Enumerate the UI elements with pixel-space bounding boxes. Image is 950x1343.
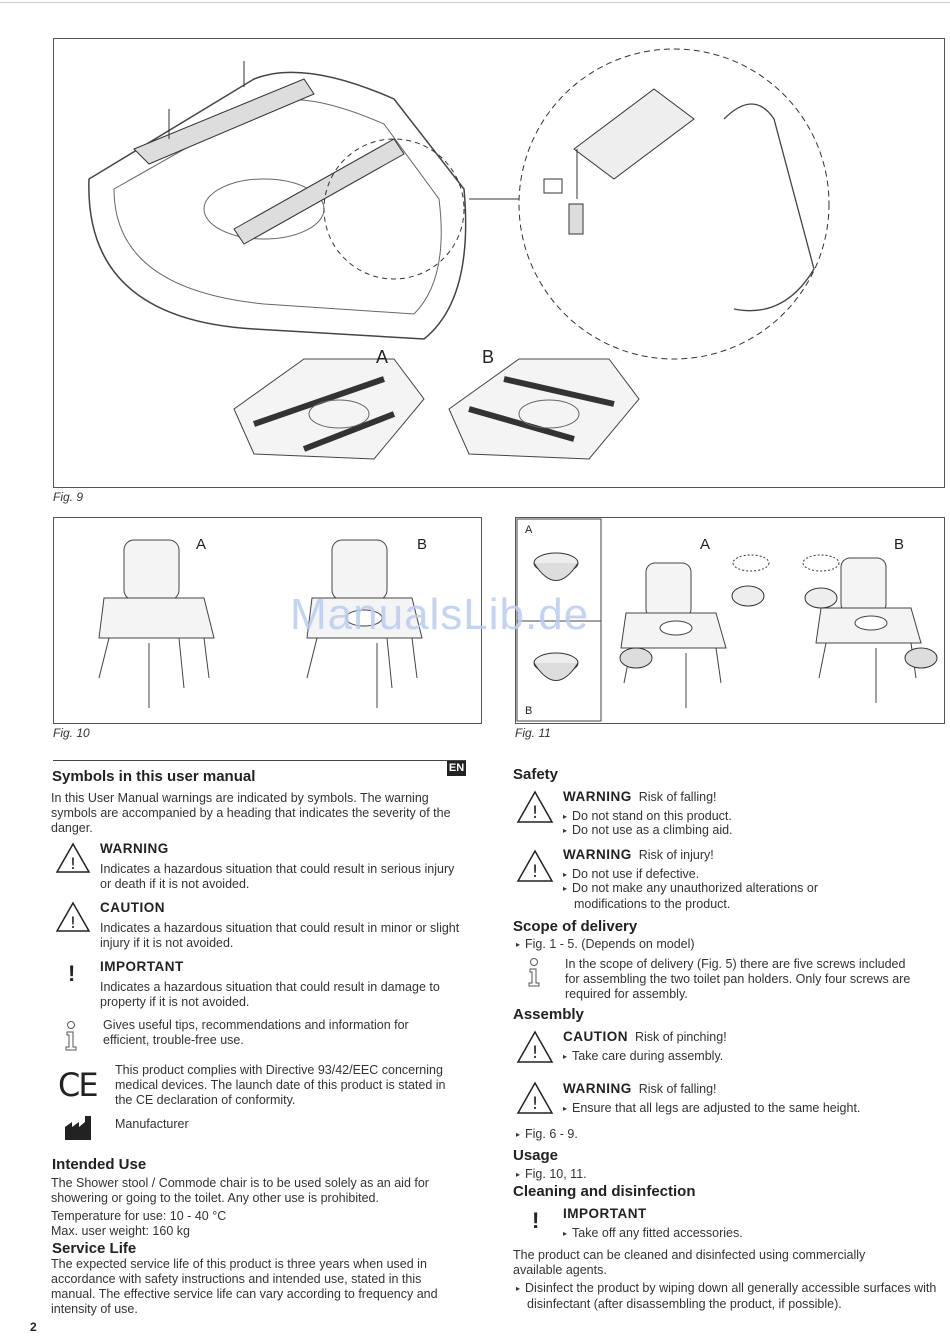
assembly-caution-bullet: Take care during assembly. (563, 1049, 723, 1065)
safety-warning-2-sub: Risk of injury! (638, 848, 714, 862)
ce-mark-icon: CE (58, 1066, 99, 1104)
fig11-inset-b: B (525, 705, 533, 717)
cleaning-important-icon: ! (532, 1208, 540, 1233)
safety-warning-1-header: WARNING Risk of falling! (563, 789, 717, 805)
safety-warning-1-bullet-1: Do not stand on this product. (563, 809, 732, 825)
scope-heading: Scope of delivery (513, 918, 638, 935)
svg-text:!: ! (70, 854, 76, 873)
fig10-label: Fig. 10 (53, 726, 90, 740)
safety-warning-2-header: WARNING Risk of injury! (563, 847, 714, 863)
service-life-heading: Service Life (52, 1240, 137, 1257)
fig9-variant-a: A (376, 347, 389, 367)
info-icon (65, 1021, 77, 1051)
assembly-warning-header: WARNING Risk of falling! (563, 1081, 717, 1097)
manufacturer-factory-icon (65, 1116, 91, 1140)
figure-10-frame: A B (53, 517, 482, 724)
safety-warning-1-icon: ! (516, 790, 554, 823)
svg-text:!: ! (532, 1094, 539, 1114)
assembly-caution-header: CAUTION Risk of pinching! (563, 1029, 727, 1045)
assembly-caution-sub: Risk of pinching! (634, 1030, 727, 1044)
assembly-caution-title: CAUTION (563, 1029, 628, 1044)
cleaning-heading: Cleaning and disinfection (513, 1183, 696, 1200)
warning-triangle-icon: ! (55, 842, 91, 873)
assembly-warning-title: WARNING (563, 1081, 632, 1096)
service-life-text: The expected service life of this produc… (51, 1257, 438, 1316)
safety-warning-1-title: WARNING (563, 789, 632, 804)
page-number: 2 (30, 1320, 37, 1334)
figure-10-illustration (98, 539, 423, 708)
cleaning-important-title: IMPORTANT (563, 1206, 647, 1221)
fig10-variant-a: A (196, 536, 207, 553)
safety-warning-1-bullet-2: Do not use as a climbing aid. (563, 823, 733, 839)
fig9-label: Fig. 9 (53, 490, 84, 504)
svg-text:!: ! (532, 1043, 539, 1063)
scope-info-icon (528, 958, 540, 987)
safety-warning-2-title: WARNING (563, 847, 632, 862)
svg-text:!: ! (532, 862, 539, 882)
intended-use-temperature: Temperature for use: 10 - 40 °C (51, 1209, 227, 1223)
assembly-warning-icon: ! (516, 1081, 554, 1114)
symbol-caution-title: CAUTION (100, 900, 165, 915)
cleaning-important-bullet: Take off any fitted accessories. (563, 1226, 743, 1242)
cleaning-bullet: Disinfect the product by wiping down all… (516, 1281, 939, 1312)
section-rule (53, 760, 466, 761)
caution-triangle-icon: ! (55, 901, 91, 932)
fig9-variant-b: B (482, 347, 495, 367)
svg-text:!: ! (70, 913, 76, 932)
fig11-variant-a: A (700, 536, 711, 553)
safety-warning-2-bullet-1: Do not use if defective. (563, 867, 699, 883)
symbol-important-title: IMPORTANT (100, 959, 184, 974)
fig11-variant-b: B (894, 536, 905, 553)
figure-9-illustration (88, 48, 830, 460)
usage-heading: Usage (513, 1147, 559, 1164)
figure-11-illustration (516, 518, 938, 722)
intended-use-text: The Shower stool / Commode chair is to b… (51, 1176, 429, 1205)
figure-9-frame: A B (53, 38, 945, 488)
safety-warning-1-sub: Risk of falling! (638, 790, 717, 804)
fig10-variant-b: B (417, 536, 428, 553)
fig11-label: Fig. 11 (515, 726, 551, 740)
assembly-warning-sub: Risk of falling! (638, 1082, 717, 1096)
usage-bullet: Fig. 10, 11. (516, 1167, 587, 1183)
intended-use-max-weight: Max. user weight: 160 kg (51, 1224, 190, 1238)
safety-warning-2-bullet-2: Do not make any unauthorized alterations… (563, 881, 874, 912)
important-exclamation-icon: ! (68, 961, 76, 986)
top-rule (0, 2, 950, 3)
intended-use-heading: Intended Use (52, 1156, 147, 1173)
symbol-ce-text: This product complies with Directive 93/… (115, 1063, 446, 1107)
symbols-intro: In this User Manual warnings are indicat… (51, 791, 451, 835)
language-badge: EN (447, 761, 466, 776)
assembly-warning-bullet: Ensure that all legs are adjusted to the… (563, 1101, 860, 1117)
scope-bullet: Fig. 1 - 5. (Depends on model) (516, 937, 695, 953)
safety-heading: Safety (513, 766, 559, 783)
symbol-info-text: Gives useful tips, recommendations and i… (103, 1018, 409, 1047)
assembly-caution-icon: ! (516, 1030, 554, 1063)
watermark: ManualsLib.de (290, 590, 590, 639)
assembly-fig-bullet: Fig. 6 - 9. (516, 1127, 578, 1143)
symbol-warning-title: WARNING (100, 841, 169, 856)
symbol-important-text: Indicates a hazardous situation that cou… (100, 980, 440, 1009)
safety-warning-2-icon: ! (516, 849, 554, 882)
svg-text:!: ! (532, 803, 539, 823)
scope-info-text: In the scope of delivery (Fig. 5) there … (565, 957, 911, 1001)
assembly-heading: Assembly (513, 1006, 584, 1023)
fig11-inset-a: A (525, 524, 533, 536)
cleaning-text: The product can be cleaned and disinfect… (513, 1248, 866, 1277)
symbol-caution-text: Indicates a hazardous situation that cou… (100, 921, 460, 950)
symbol-warning-text: Indicates a hazardous situation that cou… (100, 862, 455, 891)
symbol-manufacturer-text: Manufacturer (115, 1117, 189, 1131)
figure-11-frame: A B A B (515, 517, 945, 724)
symbols-heading: Symbols in this user manual (52, 768, 256, 785)
